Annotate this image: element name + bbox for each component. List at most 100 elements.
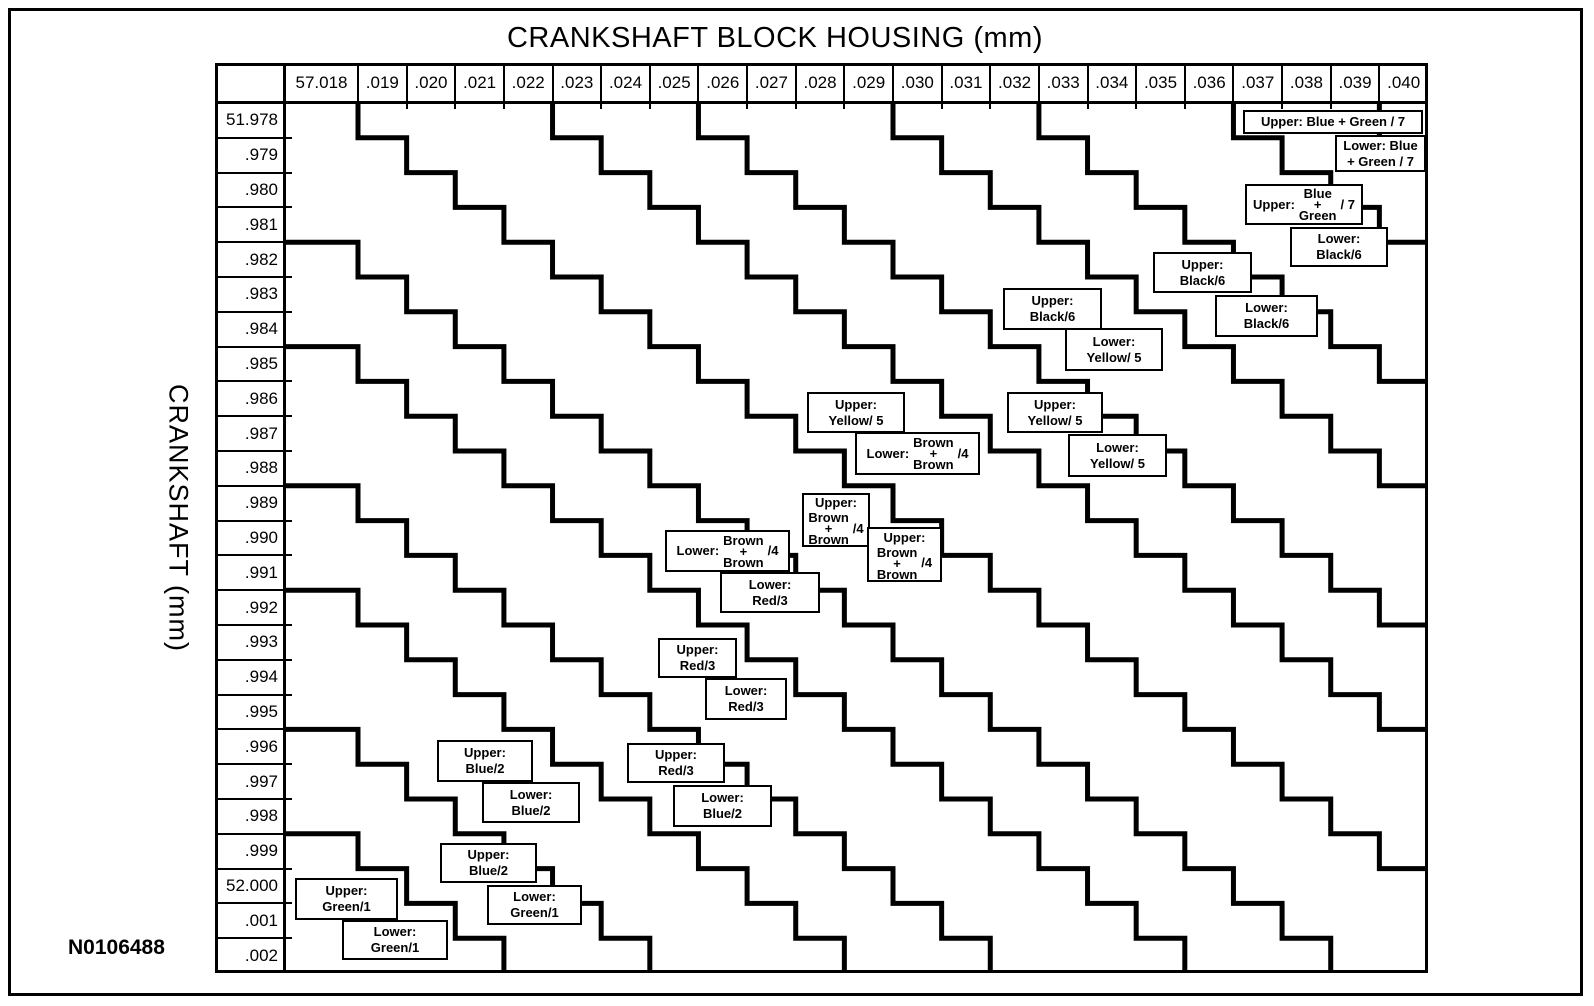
col-header-cell: .035 — [1143, 73, 1178, 92]
column-separator — [502, 63, 505, 109]
column-separator — [1329, 63, 1332, 109]
row-header-cell: .996 — [244, 736, 278, 756]
row-header-cell: .983 — [244, 284, 278, 304]
column-separator — [1086, 63, 1089, 109]
grade-callout: Upper:Blue+Green/ 7 — [1245, 184, 1363, 225]
staircase-lines — [285, 103, 1428, 973]
col-header-cell: .038 — [1289, 73, 1323, 92]
col-header-cell: .032 — [998, 73, 1032, 92]
column-separator — [746, 63, 749, 109]
column-separator — [648, 63, 651, 109]
row-separator — [215, 276, 292, 278]
row-header-cell: .990 — [244, 527, 278, 547]
col-header-divider — [215, 101, 1428, 104]
col-header-cell: .021 — [463, 73, 497, 92]
col-header-cell: .037 — [1241, 73, 1275, 92]
row-separator — [215, 832, 292, 835]
grade-callout: Upper:Blue/2 — [437, 740, 533, 782]
grade-callout: Lower:Brown+Brown/4 — [855, 432, 980, 475]
row-header-cell: 52.000 — [226, 875, 278, 895]
grade-callout: Upper:Red/3 — [658, 638, 737, 678]
row-header-cell: .992 — [244, 597, 278, 617]
column-separator — [892, 63, 894, 109]
page-border — [8, 8, 1583, 996]
col-header-cell: .028 — [803, 73, 837, 92]
row-header-cell: .002 — [244, 945, 278, 965]
col-header-cell: .027 — [754, 73, 788, 92]
grade-callout: Upper:Green/1 — [295, 878, 398, 920]
grade-callout: Upper:Blue/2 — [440, 843, 537, 883]
column-separator — [1037, 63, 1040, 109]
grade-callout: Lower:Red/3 — [705, 678, 787, 720]
grade-callout: Lower:Brown+Brown/4 — [665, 530, 790, 572]
column-separator — [697, 63, 700, 109]
column-separator — [989, 63, 992, 109]
grade-callout: Lower:Green/1 — [342, 920, 448, 960]
row-header-cell: .991 — [244, 562, 278, 582]
col-header-cell: .024 — [608, 73, 643, 92]
row-separator — [215, 798, 292, 800]
row-separator — [215, 589, 292, 592]
col-header-cell: .033 — [1046, 73, 1080, 92]
row-header-cell: .998 — [244, 806, 278, 826]
grade-callout: Lower:Red/3 — [720, 572, 820, 613]
row-separator — [215, 241, 292, 244]
row-separator — [215, 484, 292, 487]
row-separator — [215, 937, 292, 940]
col-header-cell: .023 — [560, 73, 594, 92]
row-header-cell: .980 — [244, 179, 278, 199]
grade-callout: Upper:Yellow/ 5 — [807, 392, 905, 433]
column-separator — [1281, 63, 1284, 109]
grade-callout: Upper:Brown+Brown/4 — [867, 527, 942, 582]
row-separator — [215, 450, 292, 452]
row-separator — [215, 310, 292, 313]
grade-callout: Upper:Brown+Brown/4 — [802, 493, 870, 547]
row-separator — [215, 171, 292, 174]
row-header-cell: .999 — [244, 841, 278, 861]
column-separator — [940, 63, 943, 109]
grade-callout: Lower:Yellow/ 5 — [1065, 328, 1163, 371]
doc-number: N0106488 — [68, 936, 165, 959]
row-header-cell: .994 — [244, 667, 278, 687]
row-separator — [215, 345, 292, 348]
row-header-cell: .984 — [244, 319, 278, 339]
row-header-divider — [283, 63, 286, 973]
row-separator — [215, 624, 292, 626]
column-separator — [1232, 63, 1235, 109]
row-header-cell: .993 — [244, 632, 278, 652]
column-separator — [600, 63, 603, 109]
grade-callout: Lower:Black/6 — [1215, 295, 1318, 337]
row-separator — [215, 902, 292, 905]
col-header-cell: 57.018 — [295, 73, 348, 92]
column-separator — [1135, 63, 1138, 109]
col-header-cell: .040 — [1387, 73, 1421, 92]
column-separator — [551, 63, 554, 109]
row-header-cell: .001 — [244, 910, 278, 930]
row-header-cell: .982 — [244, 249, 278, 269]
row-header-cell: .995 — [244, 701, 278, 721]
row-header-cell: .986 — [244, 388, 278, 408]
column-separator — [454, 63, 457, 109]
row-header-cell: .979 — [244, 145, 278, 165]
y-axis-title: CRANKSHAFT (mm) — [163, 384, 194, 652]
row-header-cell: .988 — [244, 458, 278, 478]
row-header-cell: .989 — [244, 493, 278, 513]
grade-callout: Lower:Black/6 — [1290, 227, 1388, 267]
row-separator — [215, 519, 292, 522]
row-separator — [215, 415, 292, 418]
chart-title: CRANKSHAFT BLOCK HOUSING (mm) — [506, 22, 1043, 54]
col-header-cell: .022 — [511, 73, 545, 92]
column-separator — [1378, 63, 1381, 109]
row-separator — [215, 206, 292, 209]
row-separator — [215, 728, 292, 731]
col-header-cell: .036 — [1192, 73, 1226, 92]
selection-chart-table: 57.018.019.020.021.022.023.024.025.026.0… — [215, 63, 1428, 973]
grade-callout: Upper: Blue + Green / 7 — [1243, 110, 1423, 134]
grade-callout: Lower:Yellow/ 5 — [1068, 434, 1167, 477]
row-separator — [215, 380, 292, 383]
grade-callout: Upper:Red/3 — [627, 743, 725, 783]
column-separator — [1183, 63, 1186, 109]
row-header-cell: .997 — [244, 771, 278, 791]
grade-callout: Lower:Blue/2 — [673, 785, 772, 827]
grade-callout: Lower:Blue/2 — [482, 782, 580, 823]
